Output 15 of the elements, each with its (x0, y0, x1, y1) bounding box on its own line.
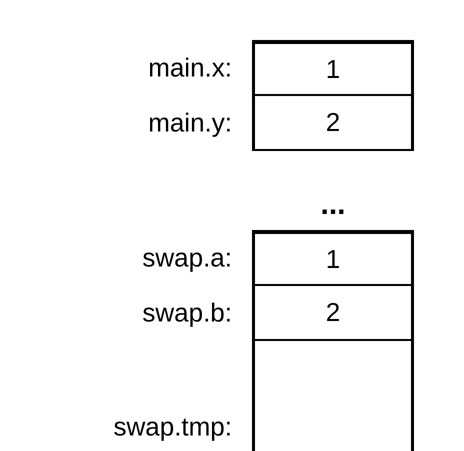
memory-cell (252, 94, 414, 151)
variable-name: swap.a: (142, 242, 232, 274)
memory-cell (252, 284, 414, 341)
variable-name: main.x: (148, 52, 232, 84)
memory-cell (252, 40, 414, 96)
cell-value: 1 (326, 244, 340, 274)
variable-name: swap.tmp: (114, 412, 232, 442)
cell-value: 1 (326, 54, 340, 84)
variable-name: main.y: (148, 107, 232, 138)
memory-cell (252, 230, 414, 286)
variable-name: swap.b: (142, 297, 232, 328)
memory-cell (252, 339, 414, 451)
ellipsis: ... (319, 188, 346, 222)
cell-value: 2 (326, 107, 340, 138)
cell-value: 2 (326, 297, 340, 328)
